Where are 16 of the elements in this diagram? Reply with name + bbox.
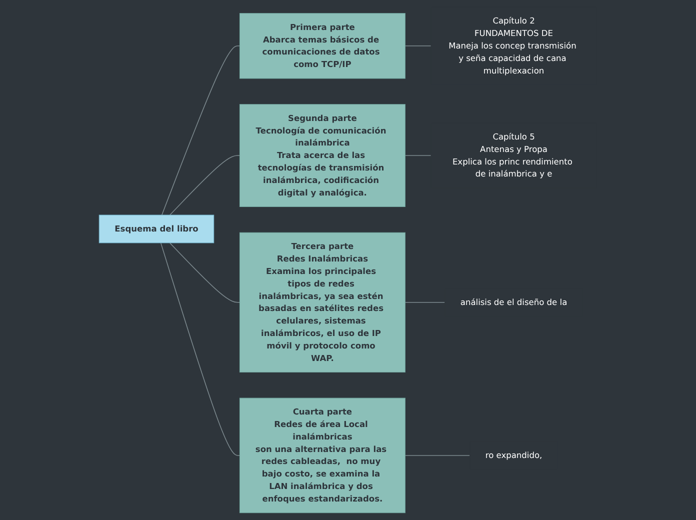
connector [404, 155, 432, 156]
connector [404, 302, 446, 303]
connector [162, 46, 240, 216]
node-box: Segunda parte Tecnología de comunicación inalámbrica Trata acerca de las tecnologías de transmisión inalámbrica, codificación digital y analógica. [240, 104, 406, 207]
node-box: Tercera parte Redes Inalámbricas Examina los principales tipos de redes inalámbricas, ya sea estén basadas en satélites redes celulares, sistemas inalámbricos, el uso de IP móvil y protocolo como WAP. [240, 232, 406, 372]
connector [170, 242, 240, 303]
connector [404, 455, 470, 456]
node-box: Cuarta parte Redes de área Local inalámbricas son una alternativa para las redes cableadas, no muy bajo costo, se examina la LAN inalámbrica y dos enfoques estandarizados. [240, 398, 406, 514]
connector [170, 155, 240, 216]
node-text: Capítulo 2 FUNDAMENTOS DE Maneja los concep transmisión y seña capacidad de cana multiplexacion [448, 16, 577, 76]
node-box: Esquema del libro [99, 214, 214, 244]
node-text: análisis de el diseño de la [460, 297, 568, 308]
connector [160, 242, 240, 456]
node-text: Capítulo 5 Antenas y Propa Explica los princ rendimiento de inalámbrica y e [452, 132, 573, 179]
node-box: Primera parte Abarca temas básicos de comunicaciones de datos como TCP/IP [240, 13, 406, 79]
node-text: ro expandido, [486, 450, 542, 460]
